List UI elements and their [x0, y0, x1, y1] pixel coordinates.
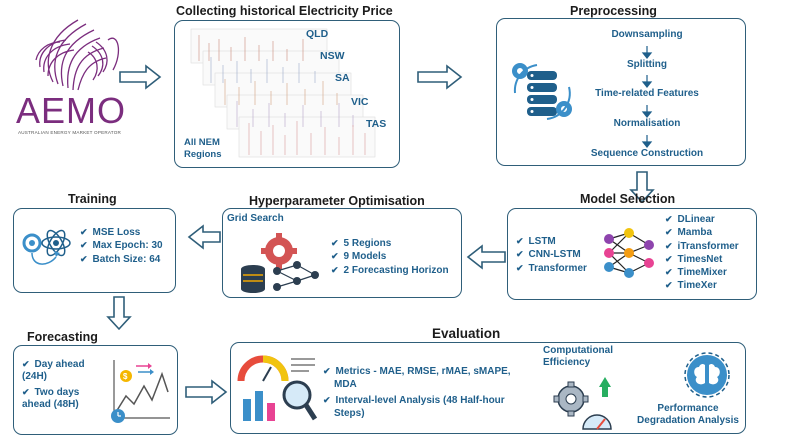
- check-icon: ✔: [665, 280, 673, 291]
- check-icon: ✔: [331, 238, 339, 248]
- hyperparameter-title: Hyperparameter Optimisation: [249, 194, 425, 208]
- preprocessing-title: Preprocessing: [570, 4, 657, 18]
- aemo-logo: AEMO AUSTRALIAN ENERGY MARKET OPERATOR: [8, 12, 138, 142]
- training-item: ✔MSE Loss: [80, 227, 141, 238]
- neural-network-icon: [604, 228, 654, 278]
- check-icon: ✔: [80, 227, 88, 237]
- hyper-items: ✔5 Regions ✔9 Models ✔2 Forecasting Hori…: [331, 237, 449, 277]
- right-model-list: ✔DLinear ✔Mamba ✔iTransformer ✔TimesNet …: [665, 213, 739, 293]
- arrow-right: [185, 379, 228, 405]
- check-icon: ✔: [516, 249, 524, 260]
- check-icon: ✔: [80, 253, 88, 264]
- arrow-right: [417, 64, 463, 90]
- aemo-swirl-icon: [35, 19, 120, 91]
- check-icon: ✔: [665, 227, 673, 238]
- model-item: ✔Mamba: [665, 227, 712, 239]
- degradation-label: Performance Degradation Analysis: [637, 403, 739, 426]
- hyper-item: ✔9 Models: [331, 251, 387, 263]
- forecast-item: ✔Two days ahead (48H): [22, 387, 80, 410]
- training-title: Training: [68, 192, 117, 206]
- model-item: ✔Transformer: [516, 262, 587, 274]
- model-item: ✔TimesNet: [665, 253, 723, 265]
- model-selection-title: Model Selection: [580, 192, 676, 206]
- price-series-charts: [190, 28, 376, 158]
- model-item: ✔LSTM: [516, 236, 556, 247]
- check-icon: ✔: [665, 240, 673, 251]
- step-normalisation: Normalisation: [613, 118, 681, 129]
- chart-stack: [190, 28, 376, 158]
- arrow-left: [187, 224, 221, 250]
- check-icon: ✔: [331, 264, 339, 275]
- check-icon: ✔: [80, 240, 88, 251]
- forecast-item: ✔Day ahead (24H): [22, 359, 85, 382]
- left-model-list: ✔LSTM ✔CNN-LSTM ✔Transformer: [516, 235, 587, 275]
- hyper-item: ✔5 Regions: [331, 238, 392, 249]
- gear-gauge-icon: [553, 377, 612, 430]
- aemo-wordmark: AEMO: [16, 90, 127, 131]
- evaluation-items: ✔Metrics - MAE, RMSE, rMAE, sMAPE, MDA ✔…: [323, 365, 534, 420]
- evaluation-item: ✔Interval-level Analysis (48 Half-hour S…: [323, 395, 505, 419]
- region-label-tas: TAS: [366, 118, 387, 130]
- training-items: ✔MSE Loss ✔Max Epoch: 30 ✔Batch Size: 64: [80, 226, 163, 266]
- check-icon: ✔: [665, 267, 673, 278]
- all-regions-label: All NEM Regions: [184, 137, 222, 160]
- forecasting-title: Forecasting: [27, 330, 98, 344]
- step-splitting: Splitting: [627, 59, 667, 70]
- hyperparameter-box: Grid Search ✔5 Regions ✔9 Models ✔2 Fore…: [222, 208, 462, 298]
- training-item: ✔Max Epoch: 30: [80, 240, 163, 252]
- step-downsampling: Downsampling: [611, 29, 683, 40]
- hyper-item: ✔2 Forecasting Horizon: [331, 264, 449, 276]
- preprocessing-box: Downsampling Splitting Time-related Feat…: [496, 18, 746, 166]
- evaluation-title: Evaluation: [432, 326, 501, 341]
- atom-gear-icon: [22, 229, 71, 265]
- grid-search-label: Grid Search: [227, 213, 284, 224]
- check-icon: ✔: [331, 251, 339, 262]
- check-icon: ✔: [323, 395, 331, 405]
- evaluation-item: ✔Metrics - MAE, RMSE, rMAE, sMAPE, MDA: [323, 366, 511, 390]
- collecting-box: QLD NSW SA VIC TAS All NEM Regions: [174, 20, 400, 168]
- arrow-right: [119, 64, 162, 90]
- region-label-vic: VIC: [351, 96, 369, 108]
- check-icon: ✔: [516, 262, 524, 273]
- arrow-down: [629, 171, 655, 204]
- collecting-title: Collecting historical Electricity Price: [176, 4, 393, 18]
- region-label-qld: QLD: [306, 28, 329, 40]
- model-item: ✔TimeXer: [665, 280, 717, 292]
- check-icon: ✔: [516, 236, 524, 246]
- check-icon: ✔: [22, 359, 30, 369]
- check-icon: ✔: [665, 214, 673, 224]
- model-item: ✔TimeMixer: [665, 267, 727, 279]
- computational-efficiency-label: Computational Efficiency: [543, 345, 613, 368]
- model-item: ✔CNN-LSTM: [516, 249, 581, 261]
- step-time-features: Time-related Features: [595, 88, 699, 99]
- evaluation-box: ✔Metrics - MAE, RMSE, rMAE, sMAPE, MDA ✔…: [230, 342, 746, 434]
- forecast-items: ✔Day ahead (24H) ✔Two days ahead (48H): [22, 358, 104, 411]
- step-sequence: Sequence Construction: [590, 148, 704, 159]
- training-item: ✔Batch Size: 64: [80, 253, 161, 265]
- brain-ai-icon: [684, 352, 730, 398]
- server-gears-icon: [507, 57, 577, 132]
- dashboard-analysis-icon: [237, 355, 318, 421]
- model-selection-box: ✔LSTM ✔CNN-LSTM ✔Transformer ✔DLinear ✔M…: [507, 208, 757, 300]
- check-icon: ✔: [323, 366, 331, 376]
- model-item: ✔iTransformer: [665, 240, 739, 252]
- check-icon: ✔: [22, 387, 30, 397]
- check-icon: ✔: [665, 253, 673, 264]
- gear-network-icon: [241, 233, 319, 293]
- model-item: ✔DLinear: [665, 214, 715, 225]
- forecasting-box: ✔Day ahead (24H) ✔Two days ahead (48H) $: [13, 345, 178, 435]
- arrow-left: [466, 244, 506, 270]
- region-label-sa: SA: [335, 72, 350, 84]
- svg-text:$: $: [123, 372, 128, 381]
- forecast-chart-icon: $: [111, 360, 170, 423]
- arrow-down: [106, 296, 132, 331]
- region-label-nsw: NSW: [320, 50, 345, 62]
- aemo-subtitle: AUSTRALIAN ENERGY MARKET OPERATOR: [18, 130, 122, 135]
- training-box: ✔MSE Loss ✔Max Epoch: 30 ✔Batch Size: 64: [13, 208, 176, 293]
- pipeline-arrows: [641, 46, 653, 148]
